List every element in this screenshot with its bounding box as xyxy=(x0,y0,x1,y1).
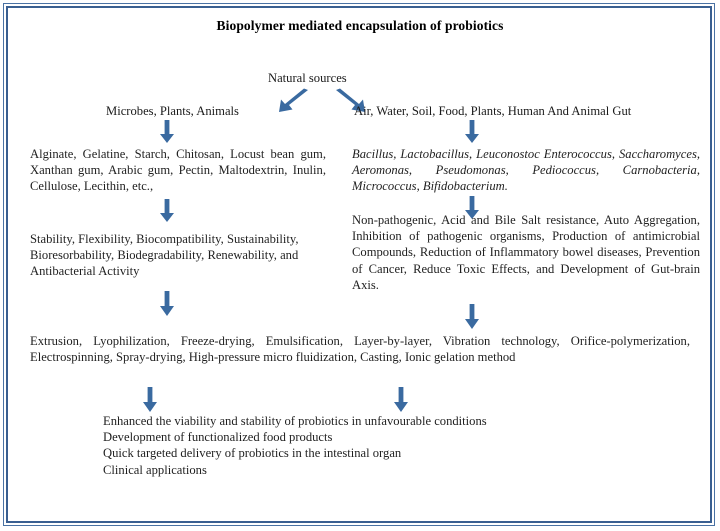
arrow-diagonal-down-right-icon xyxy=(333,88,367,114)
arrow-down-right-2-icon xyxy=(463,196,481,220)
node-natural-sources: Natural sources xyxy=(268,71,347,85)
node-right-organisms: Bacillus, Lactobacillus, Leuconostoc Ent… xyxy=(352,147,700,194)
outcome-item-3: Quick targeted delivery of probiotics in… xyxy=(103,446,402,461)
node-left-sources: Microbes, Plants, Animals xyxy=(106,104,239,118)
node-left-properties: Stability, Flexibility, Biocompatibility… xyxy=(30,232,299,279)
arrow-down-outcome-right-icon xyxy=(392,387,410,413)
arrow-down-left-1-icon xyxy=(158,120,176,144)
figure-border-inner xyxy=(6,6,712,523)
arrow-down-left-2-icon xyxy=(158,199,176,223)
outcome-item-1: Enhanced the viability and stability of … xyxy=(103,414,487,428)
node-right-attributes: Non-pathogenic, Acid and Bile Salt resis… xyxy=(352,213,700,292)
arrow-down-right-1-icon xyxy=(463,120,481,144)
node-outcomes: Enhanced the viability and stability of … xyxy=(103,413,663,478)
figure-title: Biopolymer mediated encapsulation of pro… xyxy=(216,18,504,33)
node-encapsulation-techniques: Extrusion, Lyophilization, Freeze-drying… xyxy=(30,334,690,365)
arrow-down-right-3-icon xyxy=(463,304,481,330)
figure-border-outer xyxy=(3,3,715,526)
node-right-sources: Air, Water, Soil, Food, Plants, Human An… xyxy=(354,104,632,118)
outcome-item-4: Clinical applications xyxy=(103,462,207,477)
arrow-down-left-3-icon xyxy=(158,291,176,317)
outcome-item-2: Development of functionalized food produ… xyxy=(103,430,333,445)
arrow-down-outcome-left-icon xyxy=(141,387,159,413)
arrow-diagonal-down-left-icon xyxy=(277,88,311,114)
node-left-biopolymers: Alginate, Gelatine, Starch, Chitosan, Lo… xyxy=(30,147,326,194)
